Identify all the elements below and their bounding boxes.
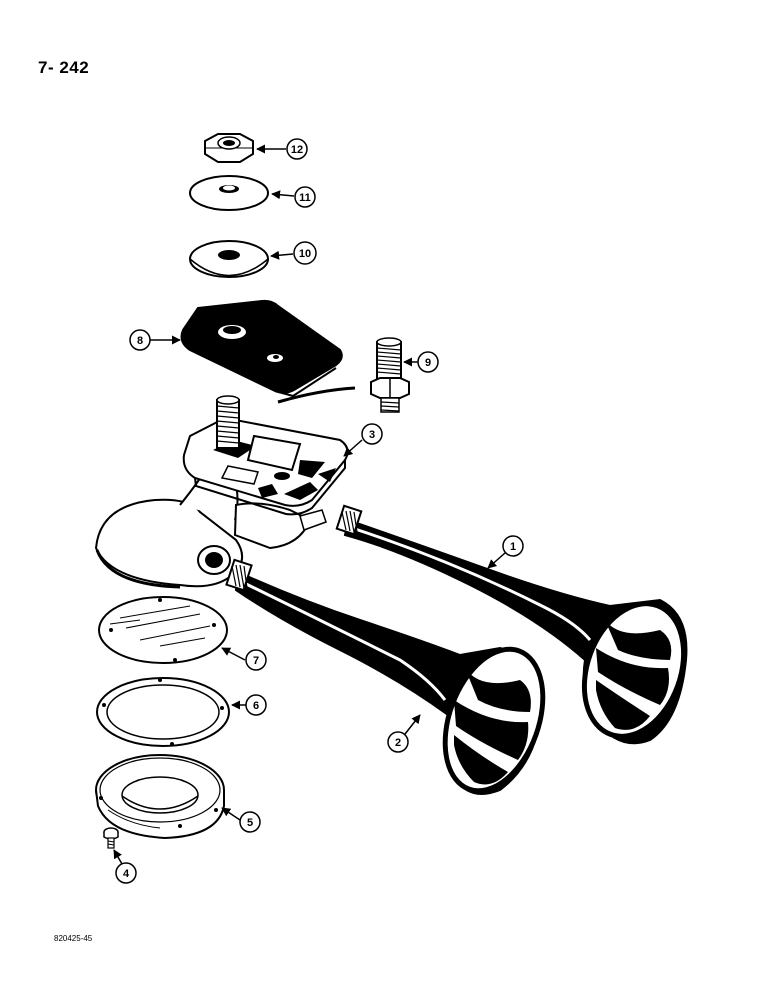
callout-label-4: 4 (123, 868, 130, 880)
short-trumpet-part (225, 558, 546, 795)
callout-label-11: 11 (299, 192, 311, 204)
page-number: 7- 242 (38, 58, 90, 77)
figure-code: 820425-45 (54, 934, 93, 943)
fitting-part (370, 337, 410, 413)
callout-3 (361, 423, 383, 445)
callout-12 (286, 138, 308, 160)
hex-nut-part (204, 133, 254, 163)
long-trumpet-part (335, 504, 688, 745)
callout-label-5: 5 (247, 817, 253, 829)
horn-body-part (94, 395, 349, 589)
callout-label-1: 1 (510, 541, 516, 553)
callout-label-6: 6 (253, 700, 259, 712)
flat-washer-part (189, 240, 269, 278)
screw-part (103, 827, 119, 849)
callout-6 (245, 694, 267, 716)
gasket-plate-part (180, 299, 356, 404)
callout-label-2: 2 (395, 737, 401, 749)
horn-cover-part (95, 754, 225, 840)
gasket-ring-part (96, 677, 230, 747)
diaphragm-part (98, 596, 228, 664)
callout-9 (417, 351, 439, 373)
callout-10 (293, 241, 317, 265)
callout-label-9: 9 (425, 357, 431, 369)
callouts: 12 11 10 8 9 3 1 7 6 2 (113, 138, 524, 884)
callout-2 (387, 731, 409, 753)
callout-label-7: 7 (253, 655, 259, 667)
callout-7 (245, 649, 267, 671)
lock-washer-part (189, 175, 269, 211)
callout-label-8: 8 (137, 335, 143, 347)
callout-label-3: 3 (369, 429, 375, 441)
callout-label-12: 12 (291, 144, 303, 156)
callout-4 (115, 862, 137, 884)
callout-5 (239, 811, 261, 833)
callout-1 (502, 535, 524, 557)
callout-label-10: 10 (299, 248, 311, 260)
callout-11 (294, 186, 316, 208)
callout-8 (129, 329, 151, 351)
